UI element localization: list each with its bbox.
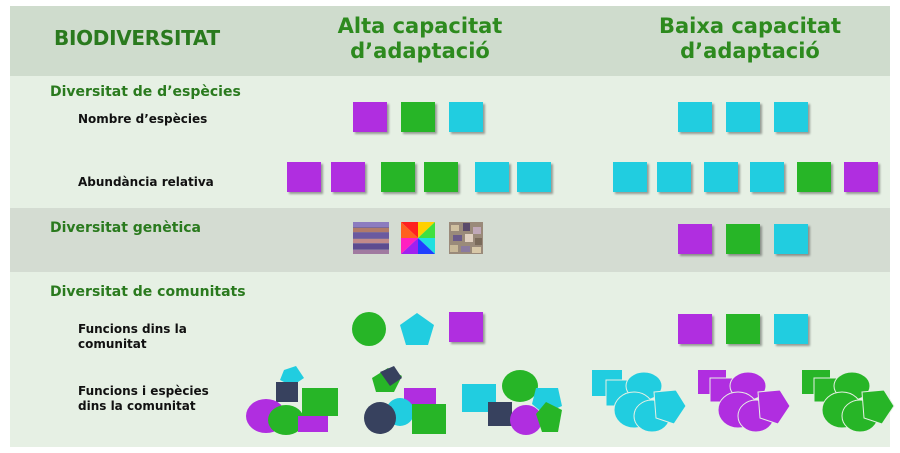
community-cluster-high-3-icon (462, 370, 562, 435)
community-cluster-low-3-icon (802, 370, 895, 433)
species-square-cyan (774, 102, 808, 132)
species-square-cyan (449, 102, 483, 132)
row-label-community-functions: Funcions dins la comunitat (78, 322, 187, 351)
abundance-square-cyan (517, 162, 551, 192)
abundance-square-green (797, 162, 831, 192)
abundance-square-green (381, 162, 415, 192)
abundance-square-purple (844, 162, 878, 192)
genetic-pattern-stripes-icon (353, 222, 389, 254)
function-circle-green-icon (352, 312, 386, 346)
genetic-pattern-spectrum-icon (401, 222, 435, 254)
genetic-square-purple (678, 224, 712, 254)
column-title-high-adaptation: Alta capacitat d’adaptació (337, 14, 503, 63)
abundance-square-cyan (750, 162, 784, 192)
community-cluster-high-2-icon (364, 366, 446, 434)
function-square-purple (449, 312, 483, 342)
genetic-square-green (726, 224, 760, 254)
community-cluster-low-2-icon (698, 370, 791, 433)
function-square-cyan (774, 314, 808, 344)
abundance-square-cyan (704, 162, 738, 192)
row-label-functions-and-species: Funcions i espècies dins la comunitat (78, 384, 209, 413)
biodiversity-diagram: BIODIVERSITAT Alta capacitat d’adaptació… (10, 6, 895, 447)
section-species-diversity: Diversitat de d’espècies (50, 84, 241, 100)
abundance-square-cyan (475, 162, 509, 192)
abundance-square-purple (331, 162, 365, 192)
abundance-square-cyan (657, 162, 691, 192)
abundance-square-green (424, 162, 458, 192)
species-square-cyan (726, 102, 760, 132)
row-label-relative-abundance: Abundància relativa (78, 175, 214, 189)
genetic-square-cyan (774, 224, 808, 254)
species-square-cyan (678, 102, 712, 132)
abundance-square-purple (287, 162, 321, 192)
abundance-square-cyan (613, 162, 647, 192)
main-title: BIODIVERSITAT (54, 26, 220, 50)
function-square-green (726, 314, 760, 344)
community-cluster-high-1-icon (246, 366, 338, 435)
genetic-pattern-texture-icon (449, 222, 483, 254)
community-cluster-low-1-icon (592, 370, 687, 433)
species-square-purple (353, 102, 387, 132)
row-label-species-count: Nombre d’espècies (78, 112, 208, 126)
section-community-diversity: Diversitat de comunitats (50, 284, 246, 300)
column-title-low-adaptation: Baixa capacitat d’adaptació (658, 14, 842, 63)
function-pentagon-cyan-icon (400, 313, 434, 345)
species-square-green (401, 102, 435, 132)
header-band (10, 6, 890, 76)
section-genetic-diversity: Diversitat genètica (50, 220, 201, 236)
function-square-purple (678, 314, 712, 344)
